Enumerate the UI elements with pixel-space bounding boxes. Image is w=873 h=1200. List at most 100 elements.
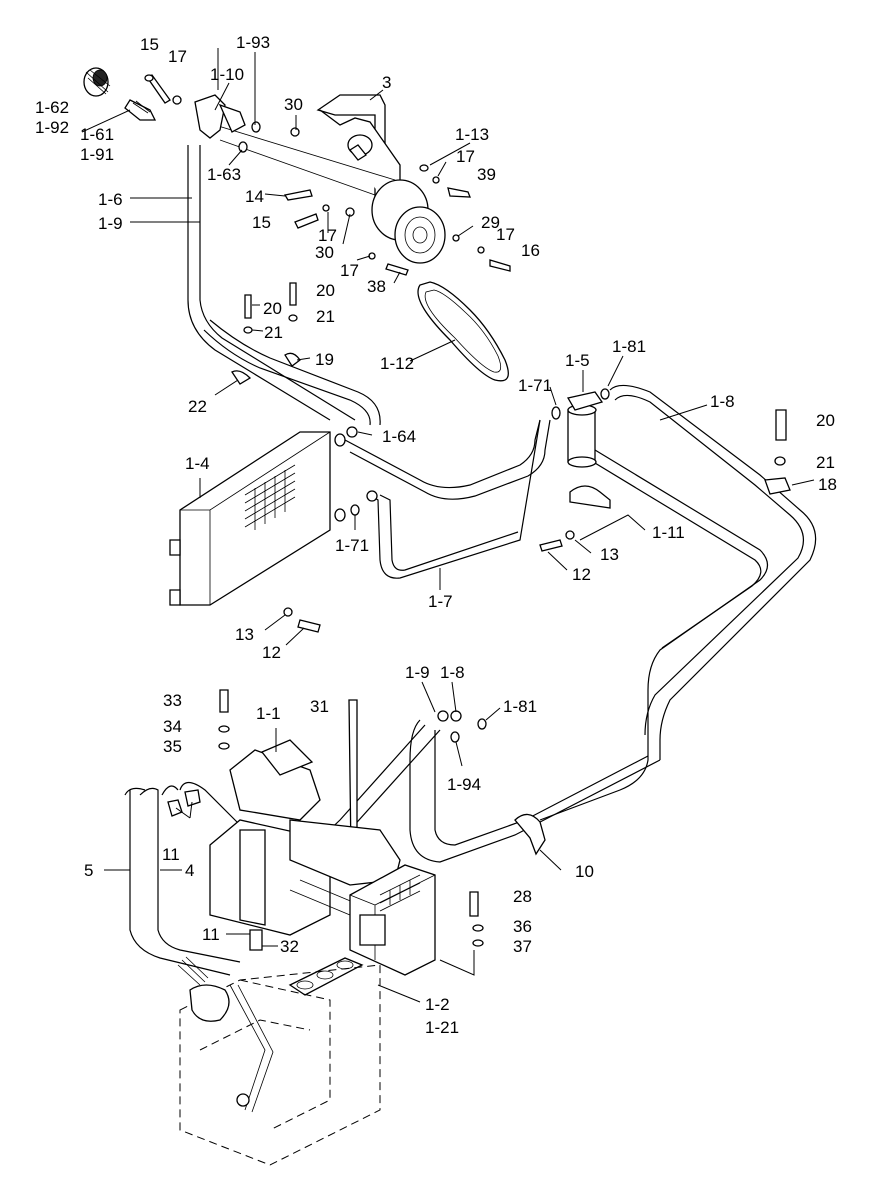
oring-1-71-lower: [350, 504, 360, 516]
label-17-right-b: 17: [496, 225, 515, 244]
belt-inner: [424, 289, 502, 373]
fitting-11-a: [167, 799, 183, 817]
condenser-edges: [180, 431, 331, 605]
label-1-94: 1-94: [447, 775, 481, 794]
bolt-15-top: [144, 74, 171, 104]
pipe-1-8-a: [609, 384, 817, 760]
fitting-1-8: [450, 710, 462, 722]
condenser-port-top: [334, 433, 346, 447]
washer-36: [472, 924, 484, 932]
label-1-11: 1-11: [652, 523, 685, 542]
box-grid: [379, 874, 421, 912]
cab-outline-dashed: [177, 956, 381, 1166]
label-11-lower: 11: [202, 925, 220, 944]
oring-1-64: [346, 426, 358, 438]
condenser-1-4: [169, 431, 346, 606]
valve-1-61: [124, 99, 157, 121]
label-4: 4: [185, 861, 194, 880]
pipe-1-6-inner: [199, 145, 356, 421]
cab-detail: [199, 1019, 311, 1051]
cap-knurl: [85, 69, 111, 95]
washer-17-top: [172, 95, 182, 105]
washer-13-left: [283, 607, 293, 617]
label-21-right: 21: [816, 453, 835, 472]
label-5: 5: [84, 861, 93, 880]
label-1-61: 1-61: [80, 125, 114, 144]
label-17-low: 17: [340, 261, 359, 280]
cab-knob: [189, 984, 230, 1022]
compressor-hub: [412, 226, 428, 244]
label-34: 34: [163, 717, 182, 736]
bolt-15-mid: [294, 213, 319, 229]
label-32: 32: [280, 937, 299, 956]
condenser-grid: [244, 464, 296, 530]
label-17-top: 17: [168, 47, 187, 66]
label-1-21: 1-21: [425, 1018, 459, 1037]
label-16: 16: [521, 241, 540, 260]
cap-1-62: [83, 67, 111, 97]
label-17-right: 17: [456, 147, 475, 166]
washer-21a: [243, 326, 253, 334]
label-20b: 20: [316, 281, 335, 300]
bolt-1-13: [419, 164, 429, 172]
label-1-81-top: 1-81: [612, 337, 646, 356]
label-13-left: 13: [235, 625, 254, 644]
compressor-assembly: [194, 94, 509, 382]
fitting-line: [214, 124, 396, 181]
receiver-1-5: [566, 391, 604, 468]
clamp-18: [764, 477, 791, 495]
washer-13-right: [565, 530, 575, 540]
washer-35: [218, 742, 230, 750]
label-11-upper: 11: [162, 845, 180, 864]
label-21b: 21: [316, 307, 335, 326]
label-10: 10: [575, 862, 594, 881]
bolt-33: [219, 689, 229, 713]
manifold-right: [218, 103, 246, 133]
pipe-lower-return-b: [589, 459, 762, 649]
label-37: 37: [513, 937, 532, 956]
label-1-13: 1-13: [455, 125, 489, 144]
washer-21b: [288, 314, 298, 322]
washer-17-right-b: [477, 246, 485, 254]
fitting-11-b: [184, 789, 201, 807]
label-17-mid: 17: [318, 226, 337, 245]
label-1-12: 1-12: [380, 354, 414, 373]
pipe-to-receiver-b: [349, 419, 551, 500]
pipe-1-7: [369, 419, 541, 579]
washer-37: [472, 939, 484, 947]
vent-hole-a: [296, 980, 314, 990]
label-30-top: 30: [284, 95, 303, 114]
box-switch: [359, 914, 386, 946]
fitting-1-7: [366, 490, 378, 502]
vent-hole-b: [316, 970, 334, 980]
cab-inner: [239, 979, 331, 1131]
leader-lines: [81, 48, 815, 1003]
label-1-63: 1-63: [207, 165, 241, 184]
label-1-92: 1-92: [35, 118, 69, 137]
box-body: [349, 864, 436, 976]
label-38: 38: [367, 277, 386, 296]
bolt-20b: [289, 282, 297, 306]
label-18: 18: [818, 475, 837, 494]
pipe-1-8-loop: [434, 730, 649, 846]
valve-body: [124, 99, 157, 121]
compressor-pulley: [404, 216, 436, 254]
hose-5-b: [139, 787, 241, 963]
pipe-to-receiver: [344, 419, 541, 489]
label-15-top: 15: [140, 35, 159, 54]
bolt-14: [283, 189, 313, 201]
label-21a: 21: [264, 323, 283, 342]
oring-1-81-upper: [600, 388, 610, 400]
condenser-bracket-top: [169, 539, 181, 556]
hose-5-a: [129, 790, 231, 976]
label-30-mid: 30: [315, 243, 334, 262]
label-12-right: 12: [572, 565, 591, 584]
label-1-2: 1-2: [425, 995, 450, 1014]
label-29: 29: [481, 213, 500, 232]
valve-threads: [132, 100, 151, 114]
label-20-right: 20: [816, 411, 835, 430]
box-1-2: [349, 864, 436, 976]
pipe-1-9-upper: [203, 329, 371, 426]
oring-1-93: [251, 121, 261, 133]
